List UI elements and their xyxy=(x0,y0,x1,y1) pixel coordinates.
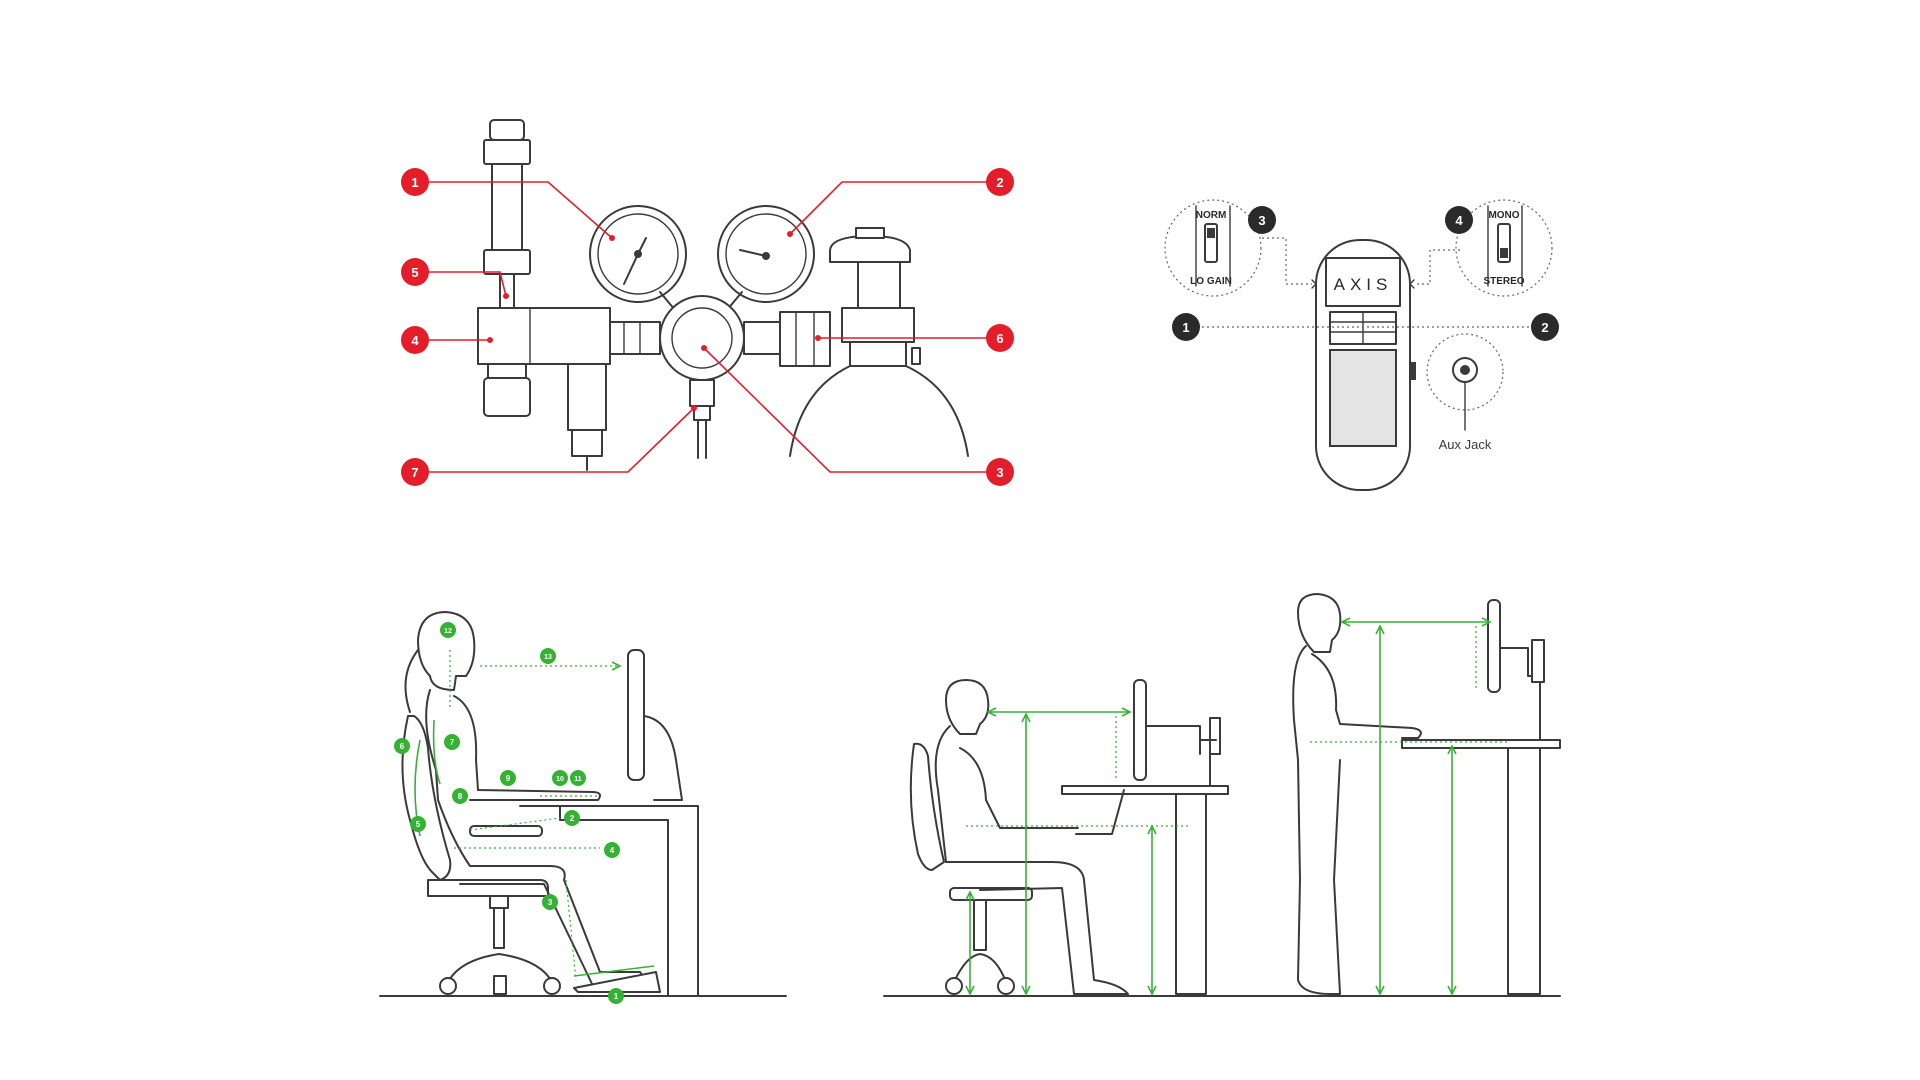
seated-callout-11: 11 xyxy=(570,770,586,786)
axis-dotted-connectors xyxy=(1202,237,1530,328)
seated-callout-2: 2 xyxy=(564,810,580,826)
seated-callout-5: 5 xyxy=(410,816,426,832)
regulator-callout-2: 2 xyxy=(986,168,1014,196)
seated-callout-10: 10 xyxy=(552,770,568,786)
aux-jack-label: Aux Jack xyxy=(1439,437,1492,452)
axis-callouts: 1 2 3 4 xyxy=(1172,206,1559,341)
seated-callout-11-label: 11 xyxy=(574,776,582,783)
regulator-callout-2-label: 2 xyxy=(996,175,1003,190)
seated-callout-3-label: 3 xyxy=(548,898,553,907)
seated-callout-7-label: 7 xyxy=(450,738,455,747)
regulator-callout-4: 4 xyxy=(401,326,429,354)
seated-callout-2-label: 2 xyxy=(570,814,575,823)
seated-callout-7: 7 xyxy=(444,734,460,750)
seated-woman-callouts: 1 2 3 4 5 6 7 8 xyxy=(394,622,624,1004)
axis-callout-2: 2 xyxy=(1531,313,1559,341)
switch-left-bottom-label: LO GAIN xyxy=(1190,276,1232,287)
seated-callout-1-label: 1 xyxy=(614,992,619,1001)
seated-callout-9-label: 9 xyxy=(506,774,511,783)
regulator-callout-3: 3 xyxy=(986,458,1014,486)
regulator-leader-lines xyxy=(429,181,998,473)
switch-right-top-label: MONO xyxy=(1488,210,1519,221)
seated-callout-12-label: 12 xyxy=(444,628,452,635)
seated-callout-6-label: 6 xyxy=(400,742,405,751)
seated-callout-5-label: 5 xyxy=(416,820,421,829)
seated-woman-illustration xyxy=(379,611,787,997)
switch-norm-lo-gain: NORM LO GAIN xyxy=(1164,199,1262,297)
seated-callout-4: 4 xyxy=(604,842,620,858)
regulator-callout-7-label: 7 xyxy=(411,465,418,480)
regulator-callout-6-label: 6 xyxy=(996,331,1003,346)
regulator-callout-5: 5 xyxy=(401,258,429,286)
switch-left-top-label: NORM xyxy=(1196,210,1227,221)
seated-callout-10-label: 10 xyxy=(556,776,564,783)
regulator-callout-6: 6 xyxy=(986,324,1014,352)
seated-callout-1: 1 xyxy=(608,988,624,1004)
axis-callout-1: 1 xyxy=(1172,313,1200,341)
regulator-callout-7: 7 xyxy=(401,458,429,486)
axis-callout-4-label: 4 xyxy=(1455,213,1463,228)
sit-stand-guides xyxy=(965,617,1510,996)
regulator-callout-3-label: 3 xyxy=(996,465,1003,480)
regulator-callout-5-label: 5 xyxy=(411,265,418,280)
aux-jack: Aux Jack xyxy=(1426,333,1504,452)
sit-stand-illustration xyxy=(883,593,1561,997)
seated-callout-6: 6 xyxy=(394,738,410,754)
seated-callout-4-label: 4 xyxy=(610,846,615,855)
axis-brand-label: AXIS xyxy=(1334,275,1393,294)
co2-regulator-illustration xyxy=(477,119,969,471)
seated-callout-12: 12 xyxy=(440,622,456,638)
seated-callout-9: 9 xyxy=(500,770,516,786)
axis-callout-4: 4 xyxy=(1445,206,1473,234)
seated-callout-8: 8 xyxy=(452,788,468,804)
regulator-callouts: 1 2 3 4 5 6 7 xyxy=(401,168,1014,486)
axis-callout-2-label: 2 xyxy=(1541,320,1548,335)
axis-callout-3: 3 xyxy=(1248,206,1276,234)
axis-callout-3-label: 3 xyxy=(1258,213,1265,228)
axis-device-illustration: AXIS xyxy=(1311,239,1416,491)
regulator-callout-1: 1 xyxy=(401,168,429,196)
regulator-callout-4-label: 4 xyxy=(411,333,419,348)
axis-callout-1-label: 1 xyxy=(1182,320,1189,335)
switch-right-bottom-label: STEREO xyxy=(1483,276,1524,287)
seated-callout-13: 13 xyxy=(540,648,556,664)
regulator-callout-1-label: 1 xyxy=(411,175,418,190)
switch-mono-stereo: MONO STEREO xyxy=(1455,199,1553,297)
seated-callout-13-label: 13 xyxy=(544,654,552,661)
seated-callout-8-label: 8 xyxy=(458,792,463,801)
seated-woman-guides xyxy=(414,650,655,981)
seated-callout-3: 3 xyxy=(542,894,558,910)
